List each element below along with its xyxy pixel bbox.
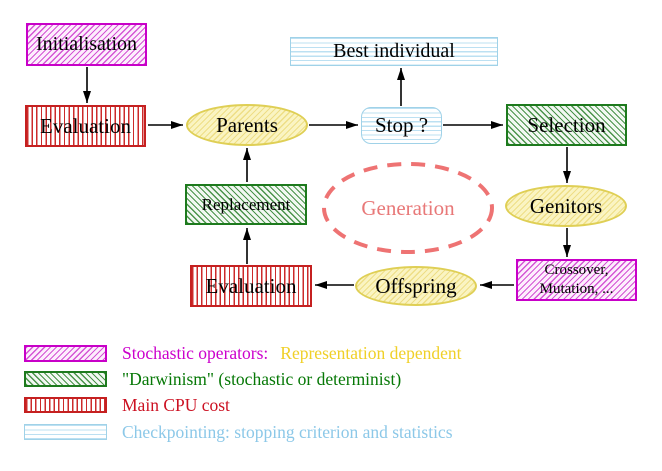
legend-label-representation-dependent: Representation dependent	[280, 343, 462, 363]
node-crossover-line2: Mutation, ...	[539, 281, 614, 297]
node-offspring-label: Offspring	[375, 273, 457, 298]
node-genitors-label: Genitors	[529, 193, 603, 218]
node-parents: Parents	[186, 104, 308, 146]
legend-row-darwinism: "Darwinism" (stochastic or determinist)	[24, 368, 402, 389]
node-stop-label: Stop ?	[374, 113, 429, 137]
legend-swatch-darwinism	[24, 371, 107, 387]
legend-label-darwinism: "Darwinism" (stochastic or determinist)	[122, 368, 402, 389]
node-initialisation: Initialisation	[26, 23, 147, 66]
node-best-individual: Best individual	[290, 37, 498, 66]
node-parents-label: Parents	[216, 112, 278, 137]
node-evaluation-bottom-label: Evaluation	[205, 273, 297, 298]
node-offspring: Offspring	[355, 266, 477, 306]
node-replacement-label: Replacement	[201, 194, 291, 214]
legend-row-stochastic: Stochastic operators: Representation dep…	[24, 343, 462, 363]
legend-label-cpu-cost: Main CPU cost	[122, 394, 230, 415]
node-evaluation-top: Evaluation	[25, 105, 146, 147]
node-evaluation-top-label: Evaluation	[40, 113, 131, 138]
node-replacement: Replacement	[185, 184, 307, 225]
node-selection-label: Selection	[527, 112, 606, 137]
generation-cycle-label: Generation	[361, 196, 455, 220]
legend-row-checkpointing: Checkpointing: stopping criterion and st…	[24, 421, 453, 442]
legend-swatch-cpu-cost	[24, 397, 107, 413]
legend-swatch-checkpointing	[24, 424, 107, 440]
node-crossover-line1: Crossover,	[544, 262, 609, 279]
node-crossover-mutation: Crossover, Mutation, ...	[516, 259, 637, 301]
node-evaluation-bottom: Evaluation	[190, 265, 312, 307]
legend-swatch-stochastic-operators	[24, 345, 107, 362]
legend-row-cpu-cost: Main CPU cost	[24, 394, 230, 415]
legend-label-checkpointing: Checkpointing: stopping criterion and st…	[122, 421, 453, 442]
node-selection: Selection	[506, 104, 627, 146]
node-genitors: Genitors	[505, 185, 627, 227]
node-stop: Stop ?	[361, 107, 442, 144]
generation-dashed-ellipse	[322, 162, 494, 254]
legend-label-stochastic-operators: Stochastic operators:	[122, 343, 269, 363]
node-best-individual-label: Best individual	[333, 40, 455, 62]
node-initialisation-label: Initialisation	[35, 33, 138, 55]
